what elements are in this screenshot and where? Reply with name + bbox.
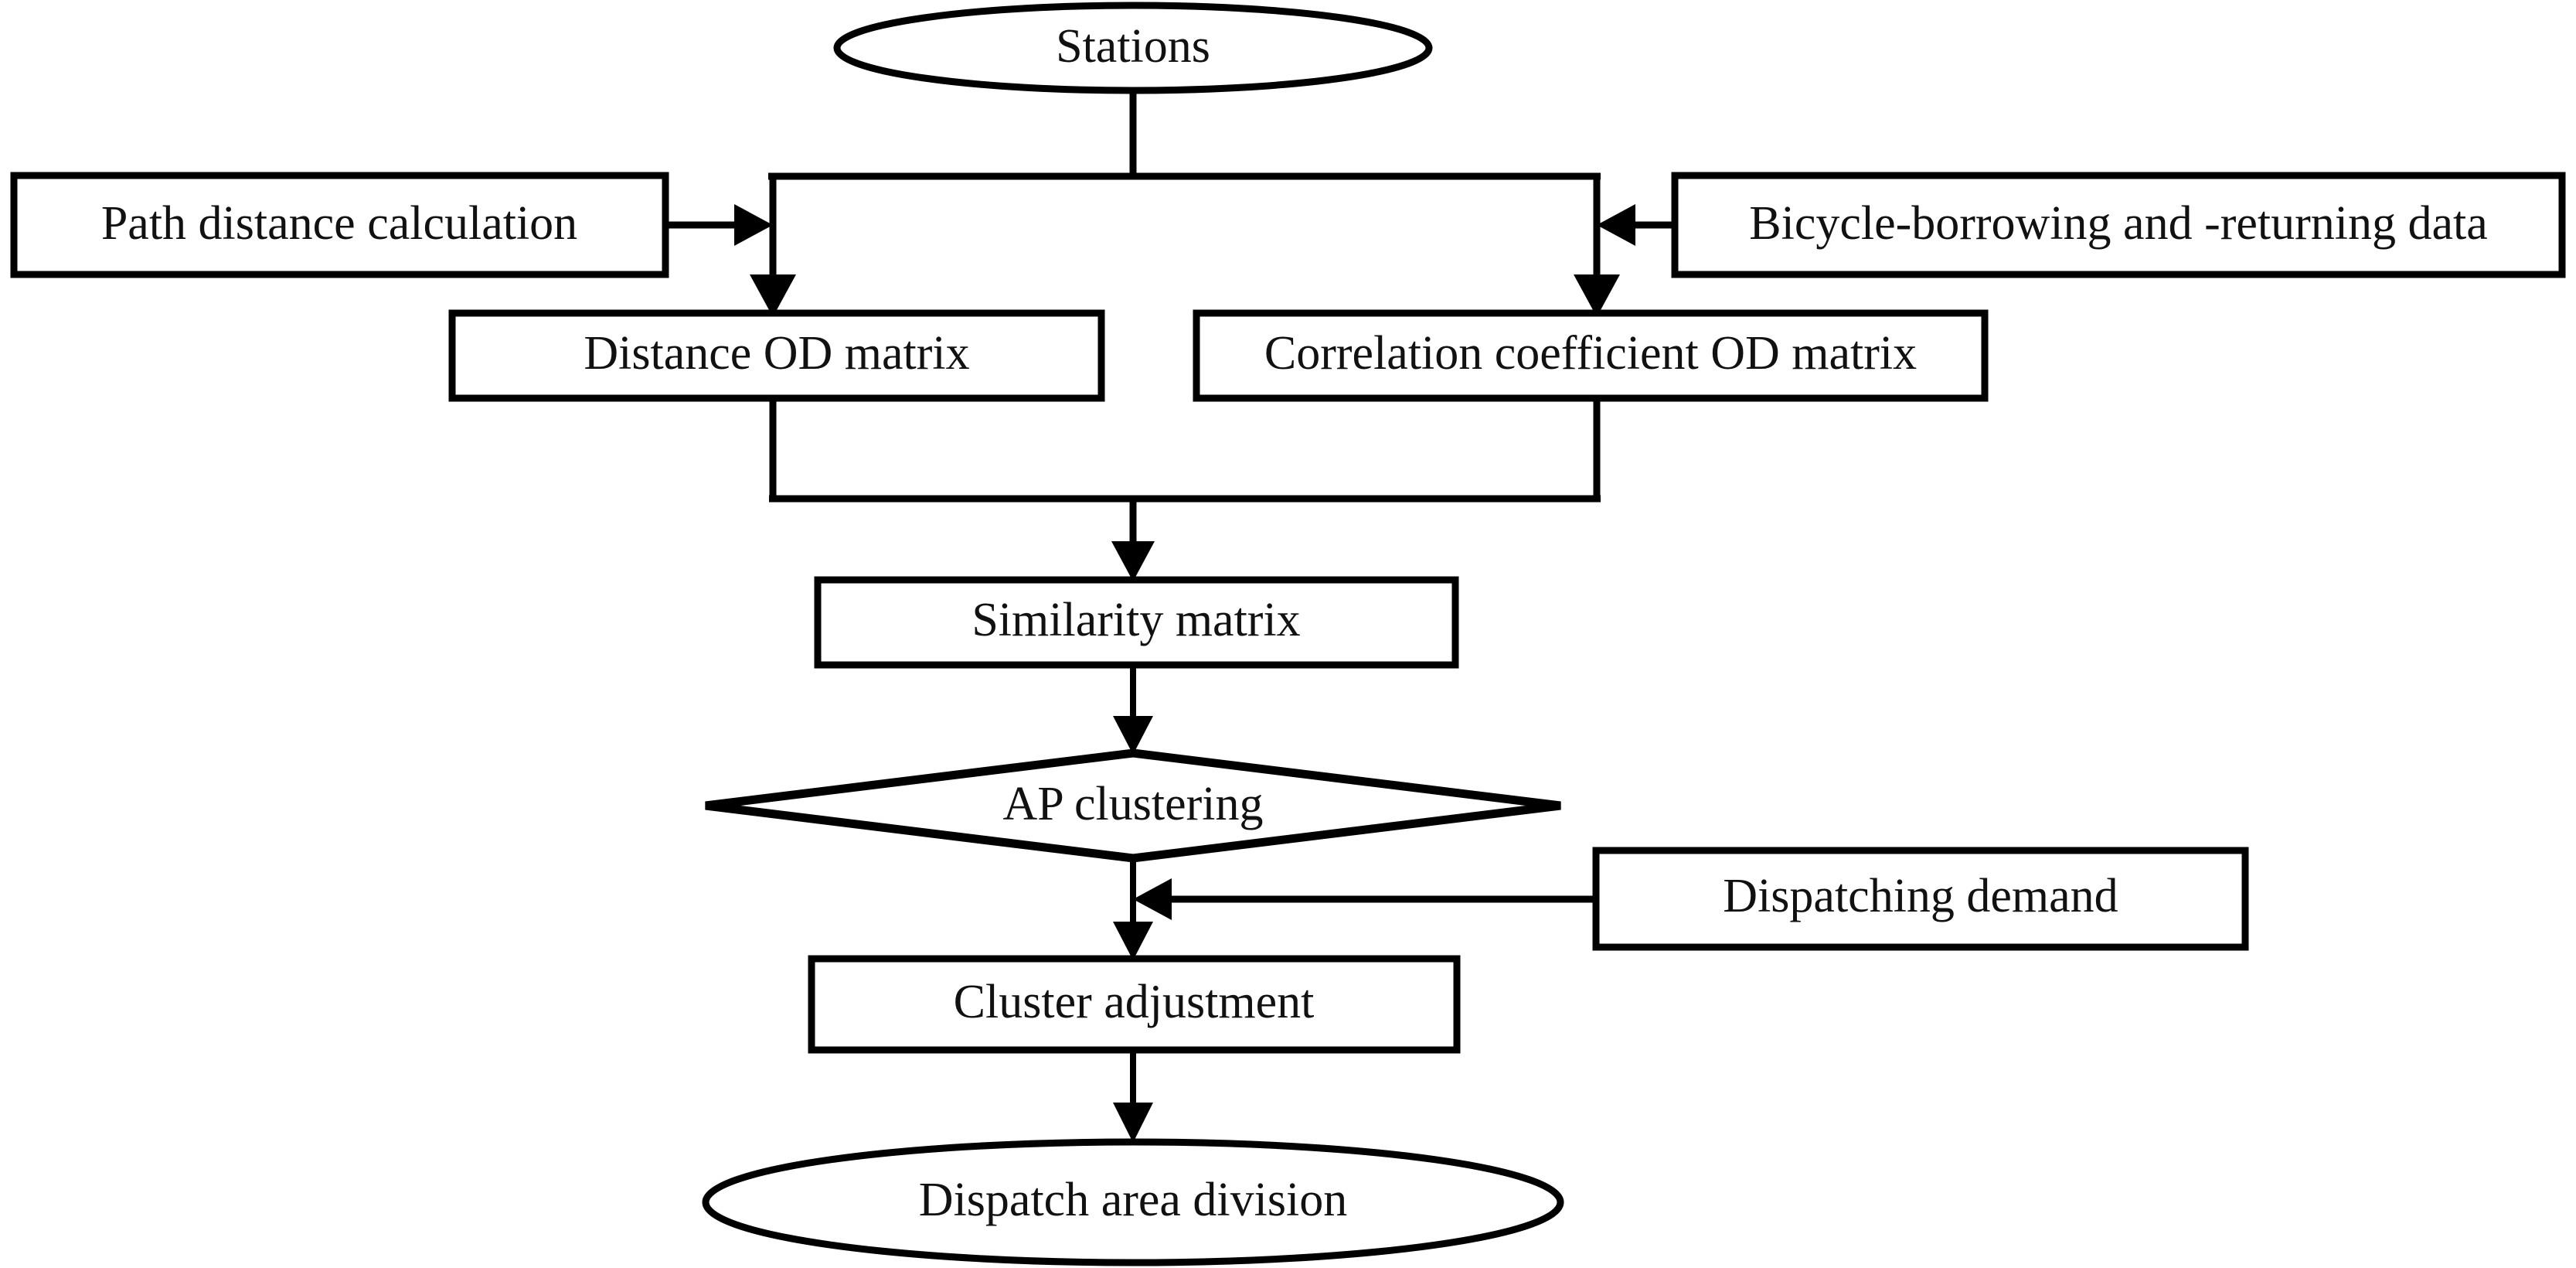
dispatch-area-division-label: Dispatch area division xyxy=(919,1174,1347,1226)
cluster-adjustment-box xyxy=(808,955,1461,1054)
path-distance-calculation-box xyxy=(10,172,669,278)
arrow-head-dispatching-demand xyxy=(1133,878,1172,920)
dispatching-demand-box xyxy=(1592,847,2249,951)
ap-clustering-label: AP clustering xyxy=(1003,778,1264,830)
stations-ellipse xyxy=(833,2,1433,94)
correlation-od-matrix-label: Correlation coefficient OD matrix xyxy=(1264,327,1917,380)
stations-label: Stations xyxy=(1056,20,1210,73)
connector-layer xyxy=(665,90,1675,1143)
arrow-head-ap-clustering xyxy=(1113,716,1153,755)
node-dispatch-area-division[interactable]: Dispatch area division xyxy=(702,1138,1564,1266)
node-cluster-adjustment[interactable]: Cluster adjustment xyxy=(808,955,1461,1054)
correlation-od-matrix-box xyxy=(1193,309,1989,402)
arrow-head-distance-od xyxy=(750,274,796,317)
path-distance-calculation-label: Path distance calculation xyxy=(101,197,577,250)
node-stations[interactable]: Stations xyxy=(833,2,1433,94)
arrow-head-path-distance xyxy=(734,204,773,246)
arrow-head-correlation-od xyxy=(1574,274,1620,317)
dispatching-demand-label: Dispatching demand xyxy=(1723,870,2118,922)
cluster-adjustment-label: Cluster adjustment xyxy=(954,976,1315,1028)
node-correlation-od-matrix[interactable]: Correlation coefficient OD matrix xyxy=(1193,309,1989,402)
node-distance-od-matrix[interactable]: Distance OD matrix xyxy=(448,309,1105,402)
distance-od-matrix-label: Distance OD matrix xyxy=(584,327,969,380)
arrow-head-dispatch-area xyxy=(1113,1103,1153,1143)
similarity-matrix-label: Similarity matrix xyxy=(972,594,1300,646)
node-path-distance-calculation[interactable]: Path distance calculation xyxy=(10,172,669,278)
node-bicycle-data[interactable]: Bicycle-borrowing and -returning data xyxy=(1671,172,2566,278)
node-similarity-matrix[interactable]: Similarity matrix xyxy=(814,576,1459,669)
node-dispatching-demand[interactable]: Dispatching demand xyxy=(1592,847,2249,951)
bicycle-data-label: Bicycle-borrowing and -returning data xyxy=(1749,197,2488,250)
arrow-head-similarity xyxy=(1111,541,1155,581)
dispatch-area-division-ellipse xyxy=(702,1138,1564,1266)
ap-clustering-diamond xyxy=(705,748,1561,863)
node-ap-clustering[interactable]: AP clustering xyxy=(705,748,1561,863)
bicycle-data-box xyxy=(1671,172,2566,278)
arrow-head-cluster-adjustment xyxy=(1113,922,1153,960)
similarity-matrix-box xyxy=(814,576,1459,669)
distance-od-matrix-box xyxy=(448,309,1105,402)
arrow-head-bicycle xyxy=(1597,204,1635,246)
